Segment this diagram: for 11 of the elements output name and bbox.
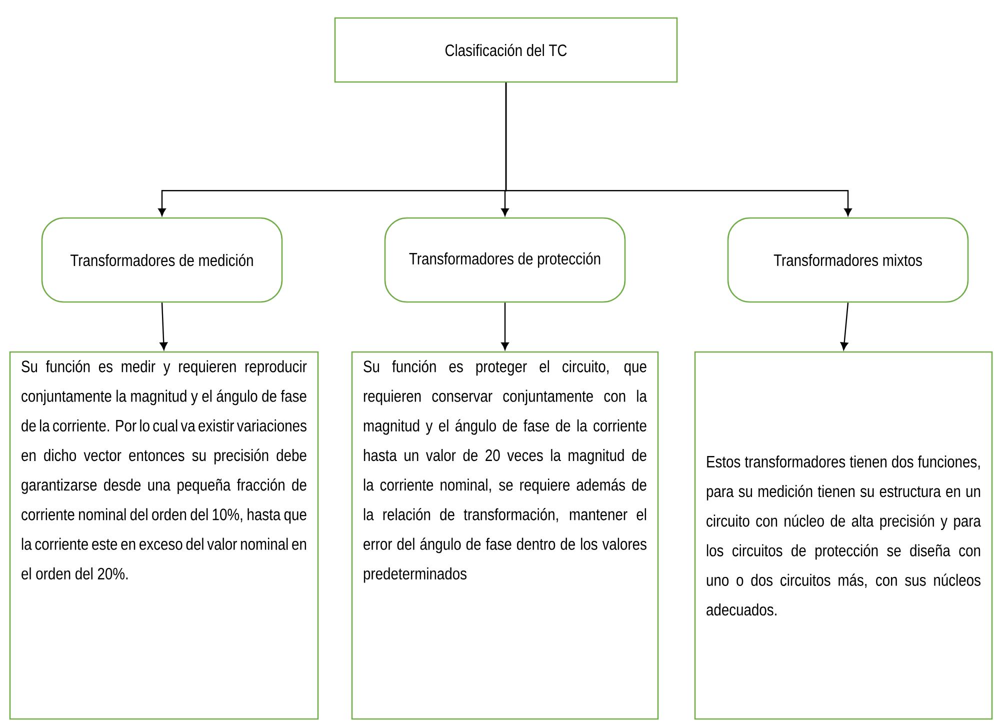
category-box: Transformadores de protección: [384, 217, 626, 303]
text-box: Su función es proteger el circuito, que requieren conservar conjuntamente con la magnitud y el ángulo de fase de la corriente hasta un valor de 20 veces la magnitud de la corriente nominal, se requiere además de la relación de transformación, mantener el error del ángulo de fase dentro de los valores predeterminados: [351, 351, 659, 720]
category-box: Transformadores mixtos: [727, 217, 969, 303]
text-box: Estos transformadores tienen dos funciones, para su medición tienen su estructura en un circuito con núcleo de alta precisión y para los circuitos de protección se diseña con uno o dos circuitos más, con sus núcleos adecuados.: [694, 351, 993, 720]
arrow: [160, 302, 168, 350]
arrow: [505, 82, 852, 216]
arrow: [501, 302, 509, 350]
category-box: Transformadores de medición: [41, 217, 283, 303]
arrow: [840, 302, 849, 350]
title-box: Clasificación del TC: [334, 17, 678, 83]
text-box: Su función es medir y requieren reproducir conjuntamente la magnitud y el ángulo de fase de la corriente. Por lo cual va existir variaciones en dicho vector entonces su precisión debe garantizarse desde una pequeña fracción de corriente nominal del orden del 10%, hasta que la corriente este en exceso del valor nominal en el orden del 20%.: [9, 351, 319, 720]
